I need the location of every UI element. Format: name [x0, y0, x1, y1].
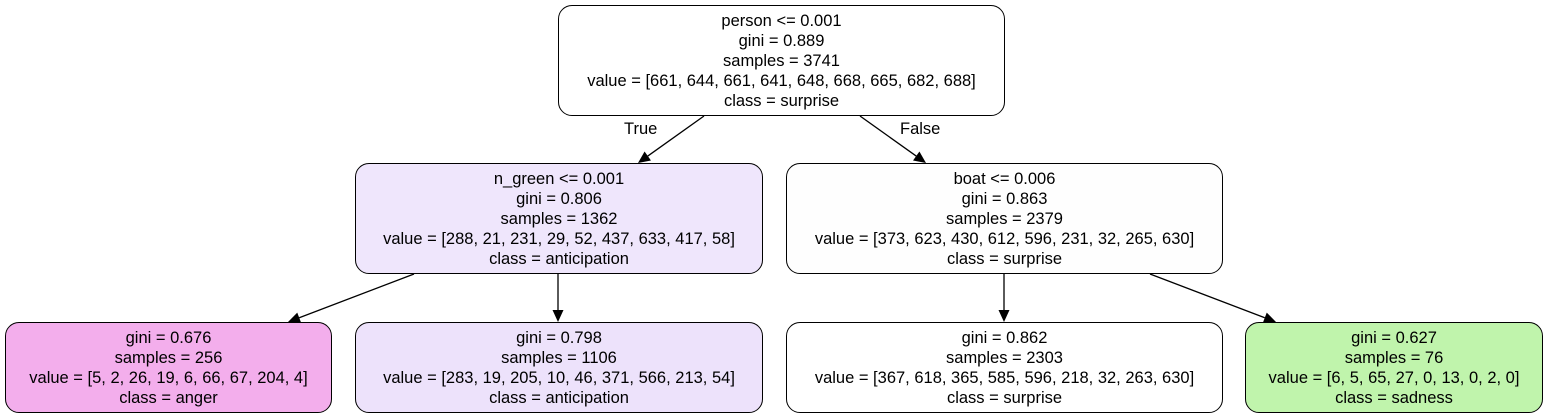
node-text-line: value = [283, 19, 205, 10, 46, 371, 566,… [383, 368, 735, 387]
node-text-line: value = [288, 21, 231, 29, 52, 437, 633,… [383, 229, 735, 248]
arrowhead-left-to-left-left [288, 312, 302, 323]
node-text-line: gini = 0.889 [738, 31, 825, 50]
arrowhead-root-to-right [913, 151, 926, 163]
arrowhead-root-to-left [638, 151, 651, 163]
node-text-line: class = surprise [946, 249, 1063, 268]
node-text-line: value = [373, 623, 430, 612, 596, 231, 3… [814, 229, 1195, 248]
node-text-line: samples = 2379 [946, 209, 1063, 228]
edge-left-to-left-left [298, 273, 415, 319]
node-text-line: gini = 0.862 [961, 328, 1048, 347]
arrowhead-right-to-right-right [1262, 312, 1276, 323]
node-text-line: gini = 0.627 [1351, 328, 1437, 347]
node-text-line: samples = 256 [114, 348, 223, 367]
arrowhead-right-to-right-left [998, 310, 1010, 322]
node-text-line: class = sadness [1335, 388, 1453, 407]
node-text-line: person <= 0.001 [721, 11, 842, 30]
node-text-line: samples = 2303 [946, 348, 1063, 367]
node-text-line: samples = 3741 [723, 51, 840, 70]
edge-root-to-right [859, 115, 917, 157]
node-text-line: gini = 0.806 [516, 189, 602, 208]
node-text-line: value = [367, 618, 365, 585, 596, 218, 3… [814, 368, 1195, 387]
node-text-line: samples = 1106 [501, 348, 617, 367]
node-text-line: samples = 76 [1344, 348, 1444, 367]
node-text-line: class = anticipation [489, 249, 629, 268]
node-text-line: gini = 0.863 [961, 189, 1048, 208]
node-text-line: samples = 1362 [500, 209, 618, 228]
node-text-line: value = [6, 5, 65, 27, 0, 13, 0, 2, 0] [1268, 368, 1520, 387]
node-text-line: value = [5, 2, 26, 19, 6, 66, 67, 204, 4… [29, 368, 308, 387]
edge-right-to-right-right [1149, 273, 1266, 319]
edge-label-true: True [624, 120, 658, 138]
node-text-line: class = surprise [946, 388, 1063, 407]
node-text-line: gini = 0.798 [516, 328, 602, 347]
edge-root-to-left [647, 115, 705, 157]
edge-label-false: False [900, 120, 941, 138]
arrowhead-left-to-left-right [552, 310, 564, 322]
node-text-line: boat <= 0.006 [953, 169, 1056, 188]
node-text-line: gini = 0.676 [125, 328, 212, 347]
node-text-line: class = surprise [723, 91, 840, 110]
node-text-line: class = anticipation [489, 388, 629, 407]
node-text-line: value = [661, 644, 661, 641, 648, 668, 6… [587, 71, 976, 90]
node-text-line: class = anger [119, 388, 218, 407]
node-text-line: n_green <= 0.001 [493, 169, 625, 188]
